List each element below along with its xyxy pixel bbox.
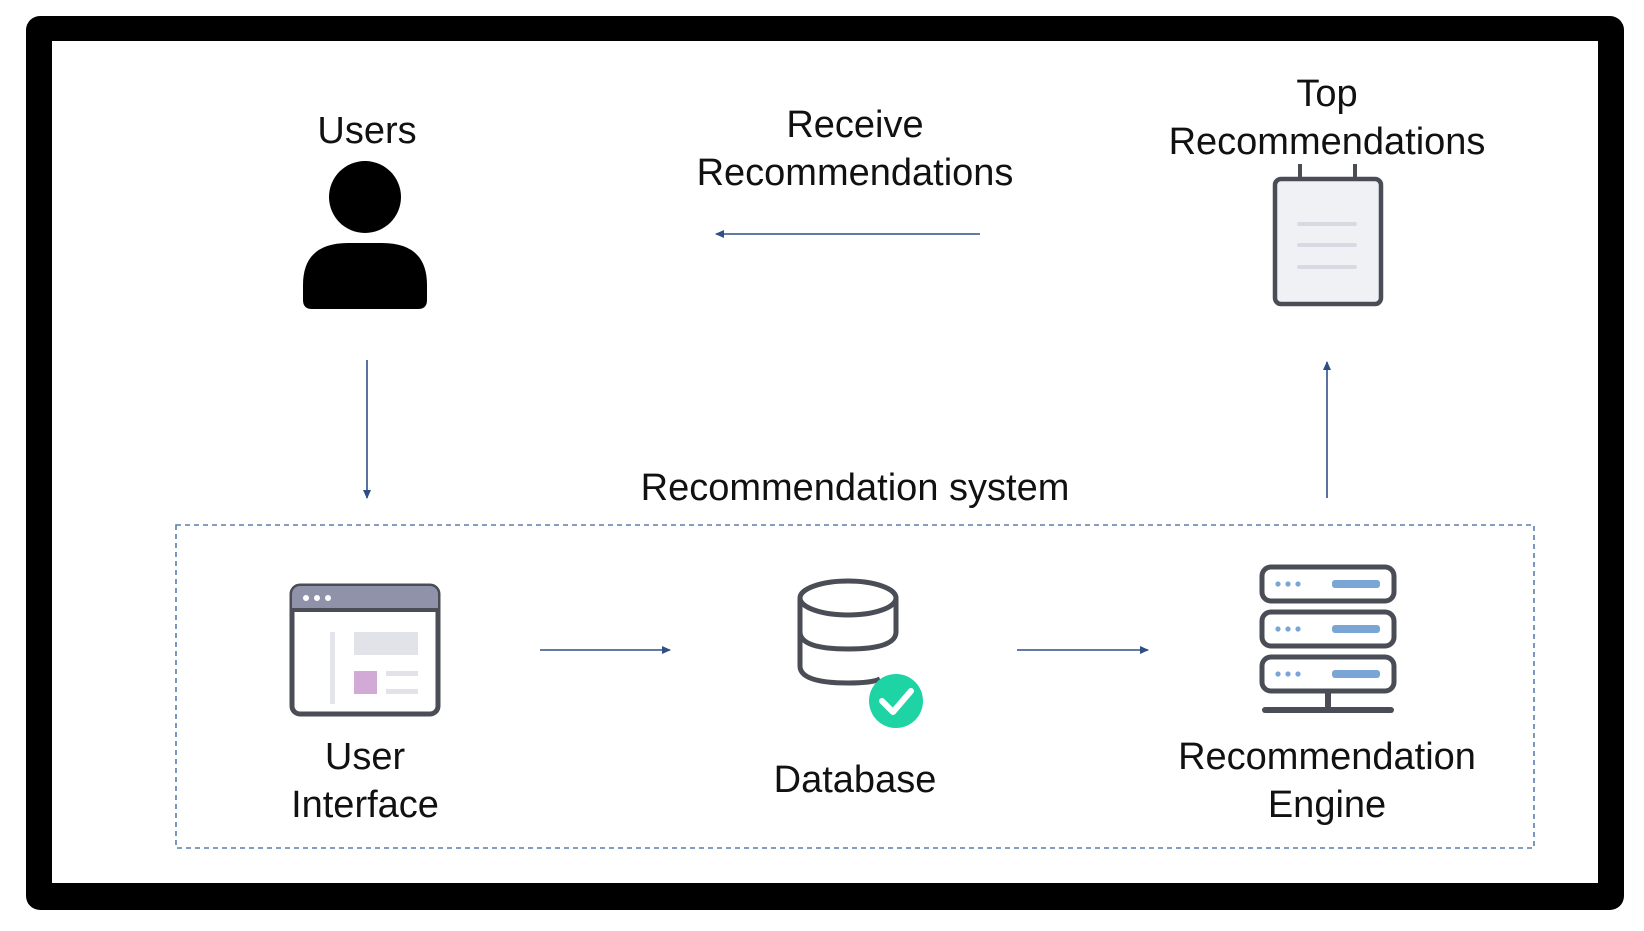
- recommendation-system-label: Recommendation system: [640, 467, 1070, 509]
- receive-label-line1: Receive: [786, 104, 924, 146]
- engine-label-line1: Recommendation: [1178, 736, 1476, 778]
- users-label: Users: [317, 110, 417, 152]
- user-interface-label: User Interface: [291, 733, 439, 829]
- engine-label-line2: Engine: [1267, 784, 1387, 826]
- server-rack-icon: [1259, 564, 1397, 713]
- recommendation-engine-label: Recommendation Engine: [1178, 733, 1476, 829]
- ui-label-line2: Interface: [291, 784, 439, 826]
- clipboard-icon: [1272, 164, 1384, 307]
- database-check-icon: [797, 578, 923, 728]
- receive-recommendations-label: Receive Recommendations: [697, 101, 1014, 197]
- top-label-line2: Recommendations: [1168, 121, 1486, 163]
- receive-label-line2: Recommendations: [696, 152, 1014, 194]
- top-label-line1: Top: [1296, 73, 1358, 115]
- database-label: Database: [773, 759, 937, 801]
- top-recommendations-label: Top Recommendations: [1169, 70, 1486, 166]
- recommendation-system-boundary: [175, 524, 1535, 849]
- user-icon: [303, 161, 427, 309]
- browser-window-icon: [289, 583, 441, 717]
- ui-label-line1: User: [324, 736, 406, 778]
